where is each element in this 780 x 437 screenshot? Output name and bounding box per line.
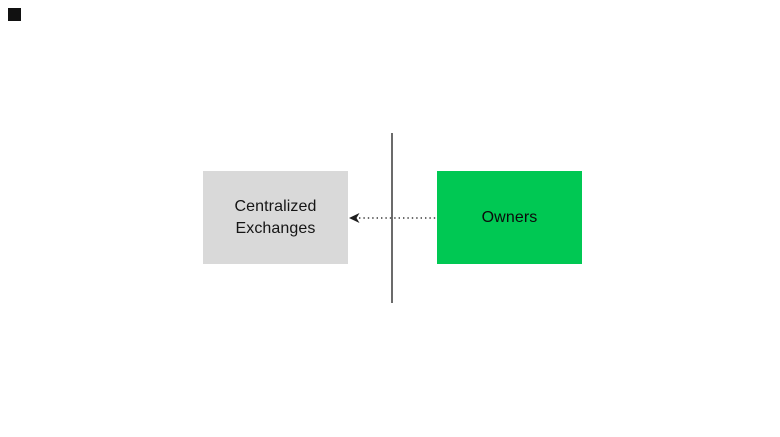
divider-line (391, 133, 393, 303)
node-owners[interactable]: Owners (437, 171, 582, 264)
canvas-marker-square (8, 8, 21, 21)
node-centralized-exchanges[interactable]: Centralized Exchanges (203, 171, 348, 264)
node-centralized-exchanges-label: Centralized Exchanges (234, 197, 317, 237)
node-owners-label: Owners (481, 208, 538, 226)
dotted-arrow (349, 213, 437, 223)
arrow-head-left (349, 213, 360, 223)
